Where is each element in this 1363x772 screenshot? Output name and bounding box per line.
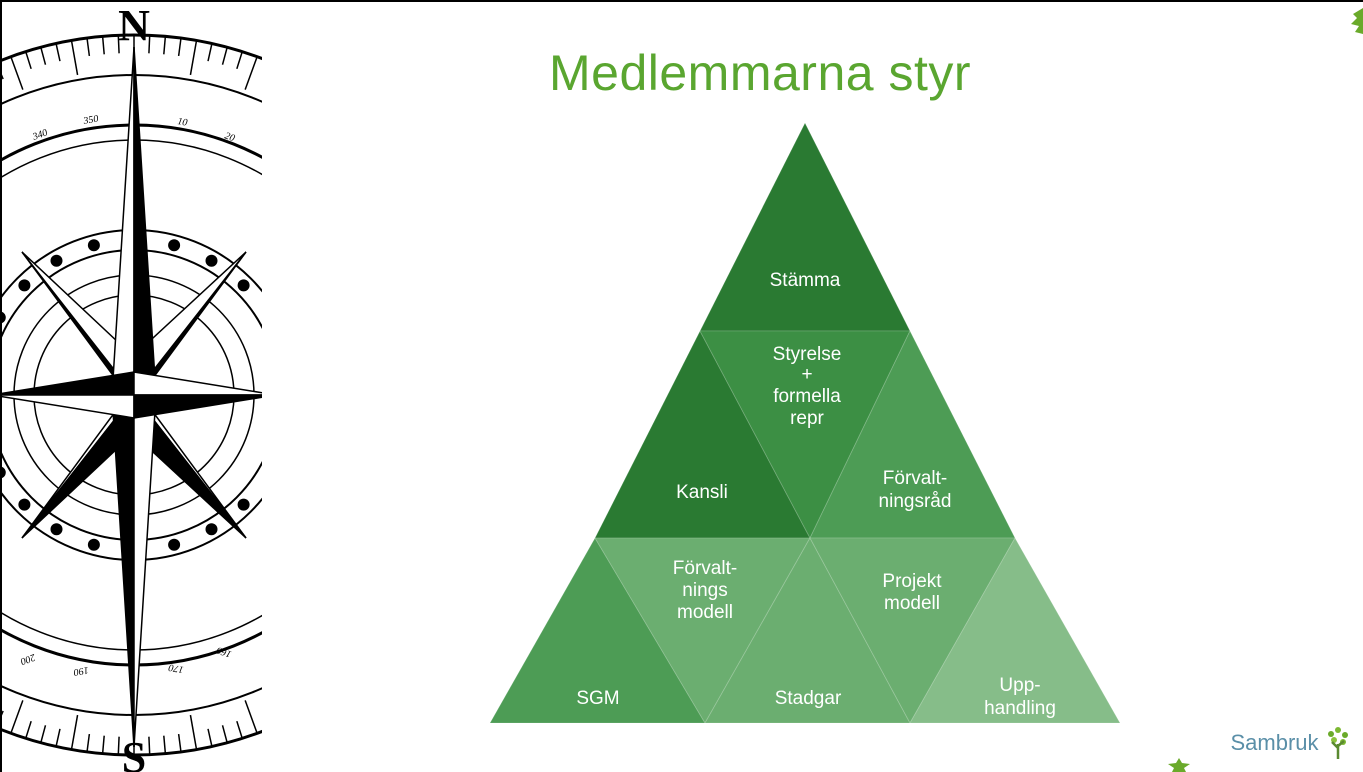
compass-dot	[50, 254, 63, 267]
compass-dot	[18, 498, 31, 511]
compass-degree-170: 170	[168, 661, 185, 674]
pyramid-label-styrelse-2: +	[801, 364, 812, 385]
compass-degree-340: 340	[30, 127, 49, 143]
compass-tick	[10, 700, 24, 734]
compass-tick	[117, 736, 120, 755]
pyramid-label-forvaltningsrad-1: Förvalt-	[883, 468, 947, 489]
compass-tick	[148, 35, 151, 54]
compass-tick	[25, 720, 32, 739]
compass-tick	[86, 37, 91, 57]
pyramid-label-sgm: SGM	[576, 688, 619, 709]
compass-dot	[87, 239, 100, 252]
compass-degree-20: 20	[223, 130, 236, 144]
compass-tick	[177, 733, 182, 753]
compass-degree-200: 200	[19, 651, 37, 666]
compass-tick	[101, 36, 105, 55]
compass-degree-350: 350	[82, 114, 100, 128]
compass-tick	[70, 40, 79, 76]
pyramid-label-styrelse-4: repr	[790, 408, 824, 429]
corner-leaf-icon	[1351, 8, 1363, 34]
compass-tick	[2, 74, 4, 80]
compass-tick	[55, 728, 61, 747]
compass-degree-10: 10	[176, 116, 188, 129]
compass-tick	[70, 714, 79, 750]
compass-rose-icon: N S 340 350 10 20 200 190 170 160	[2, 2, 262, 772]
pyramid-label-forvaltningsmodell-3: modell	[677, 602, 733, 623]
logo-text: Sambruk	[1230, 730, 1319, 755]
compass-tick	[207, 43, 213, 62]
compass-tick	[40, 725, 47, 743]
compass-dot	[168, 239, 181, 252]
sambruk-logo: Sambruk	[1231, 726, 1354, 760]
compass-tick	[244, 56, 258, 90]
slide-top-border	[0, 0, 1363, 2]
compass-tick	[163, 36, 167, 55]
compass-tick	[189, 40, 198, 76]
pyramid-label-styrelse-1: Styrelse	[773, 344, 842, 365]
compass-dot	[2, 311, 6, 324]
pyramid-label-projektmodell-1: Projekt	[882, 571, 942, 592]
compass-degree-190: 190	[73, 664, 90, 677]
sambruk-tree-icon	[1328, 727, 1348, 759]
compass-dot	[18, 279, 31, 292]
compass-dot	[2, 466, 6, 479]
compass-tick	[40, 47, 47, 65]
pyramid-top-segment	[699, 121, 911, 332]
compass-tick	[117, 35, 120, 54]
pyramid-label-kansli: Kansli	[676, 482, 728, 503]
compass-tick	[207, 728, 213, 747]
pyramid-label-upphandling-2: handling	[984, 698, 1056, 719]
pyramid-label-stamma: Stämma	[770, 270, 841, 291]
compass-tick	[189, 714, 198, 750]
slide-left-border	[0, 0, 2, 772]
compass-dot	[50, 523, 63, 536]
compass-rose-image: N S 340 350 10 20 200 190 170 160	[2, 2, 262, 772]
compass-tick	[101, 735, 105, 754]
compass-dot	[87, 538, 100, 551]
pyramid-label-upphandling-1: Upp-	[999, 675, 1040, 696]
pyramid-label-styrelse-3: formella	[773, 386, 841, 407]
pyramid-label-forvaltningsrad-2: ningsråd	[879, 491, 952, 512]
compass-dot	[237, 279, 250, 292]
slide-title: Medlemmarna styr	[549, 45, 971, 101]
compass-dot	[168, 538, 181, 551]
pyramid-bottom-seg-5	[909, 536, 1121, 724]
pyramid-label-stadgar: Stadgar	[775, 688, 842, 709]
compass-tick	[55, 43, 61, 62]
compass-tick	[86, 733, 91, 753]
compass-tick	[236, 720, 243, 739]
compass-tick	[221, 47, 228, 65]
compass-tick	[10, 56, 24, 90]
corner-leaf-bottom-icon	[1168, 758, 1190, 772]
pyramid-label-forvaltningsmodell-1: Förvalt-	[673, 558, 737, 579]
compass-dot	[237, 498, 250, 511]
compass-north-label: N	[118, 2, 150, 50]
compass-south-label: S	[122, 733, 146, 772]
pyramid-label-projektmodell-2: modell	[884, 593, 940, 614]
compass-tick	[2, 710, 4, 716]
compass-tick	[221, 725, 228, 743]
compass-dot	[205, 523, 218, 536]
compass-tick	[163, 735, 167, 754]
compass-tick	[244, 700, 258, 734]
governance-pyramid: Stämma Kansli Styrelse + formella repr F…	[489, 121, 1121, 725]
compass-tick	[148, 736, 151, 755]
compass-tick	[177, 37, 182, 57]
compass-dot	[205, 254, 218, 267]
compass-tick	[25, 51, 32, 70]
compass-tick	[236, 51, 243, 70]
compass-degree-160: 160	[215, 644, 233, 659]
pyramid-label-forvaltningsmodell-2: nings	[682, 580, 727, 601]
